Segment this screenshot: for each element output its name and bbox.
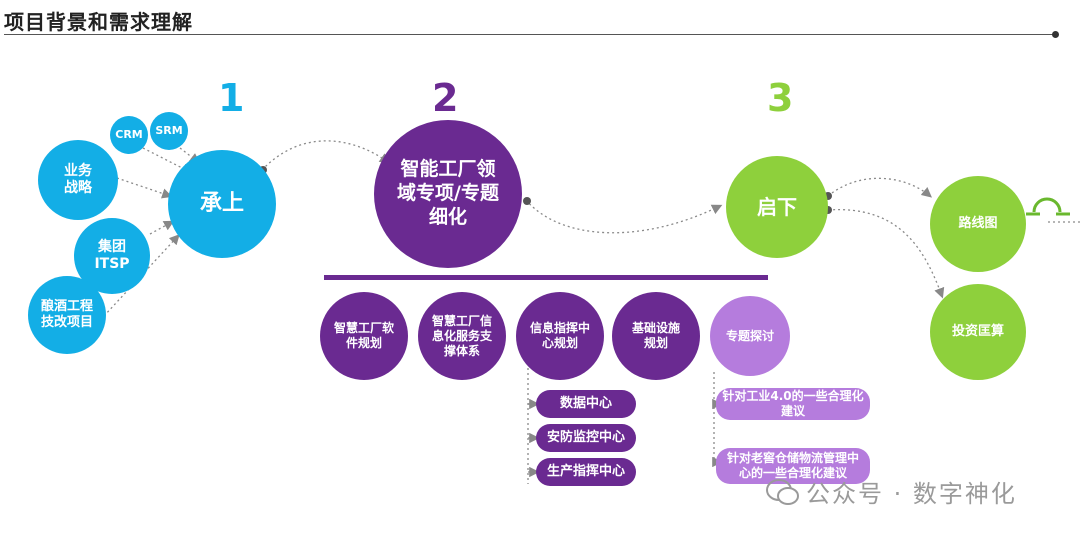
topic-command-center: 信息指挥中心规划	[516, 292, 604, 380]
title-divider	[4, 34, 1056, 35]
sub-item-security-center: 安防监控中心	[536, 424, 636, 452]
crm-circle: CRM	[110, 116, 148, 154]
sub-item-production-center: 生产指挥中心	[536, 458, 636, 486]
watermark: 公众号 · 数字神化	[766, 474, 1017, 509]
topic-infrastructure: 基础设施规划	[612, 292, 700, 380]
topic-bar	[324, 275, 768, 280]
topic-software-plan: 智慧工厂软件规划	[320, 292, 408, 380]
loop-icon	[1026, 197, 1070, 216]
topic-discussion: 专题探讨	[710, 296, 790, 376]
srm-circle: SRM	[150, 112, 188, 150]
smart-factory-circle: 智能工厂领域专项/专题细化	[374, 120, 522, 268]
deliver-circle: 启下	[726, 156, 828, 258]
divider-end-dot	[1052, 31, 1059, 38]
sub-item-data-center: 数据中心	[536, 390, 636, 418]
discussion-logistics: 针对老窖仓储物流管理中心的一些合理化建议	[716, 448, 870, 484]
page-title: 项目背景和需求理解	[4, 10, 193, 34]
investment-estimate-circle: 投资匡算	[930, 284, 1026, 380]
brewing-project-circle: 酿酒工程技改项目	[28, 276, 106, 354]
business-strategy-circle: 业务战略	[38, 140, 118, 220]
topic-service-system: 智慧工厂信息化服务支撑体系	[418, 292, 506, 380]
roadmap-circle: 路线图	[930, 176, 1026, 272]
step-number-1: 1	[218, 76, 245, 120]
watermark-text: 公众号 · 数字神化	[806, 480, 1017, 508]
inherit-circle: 承上	[168, 150, 276, 258]
group-itsp-circle: 集团ITSP	[74, 218, 150, 294]
wechat-icon	[766, 478, 799, 505]
discussion-industry-4: 针对工业4.0的一些合理化建议	[716, 388, 870, 420]
step-number-2: 2	[432, 76, 459, 120]
step-number-3: 3	[767, 76, 794, 120]
